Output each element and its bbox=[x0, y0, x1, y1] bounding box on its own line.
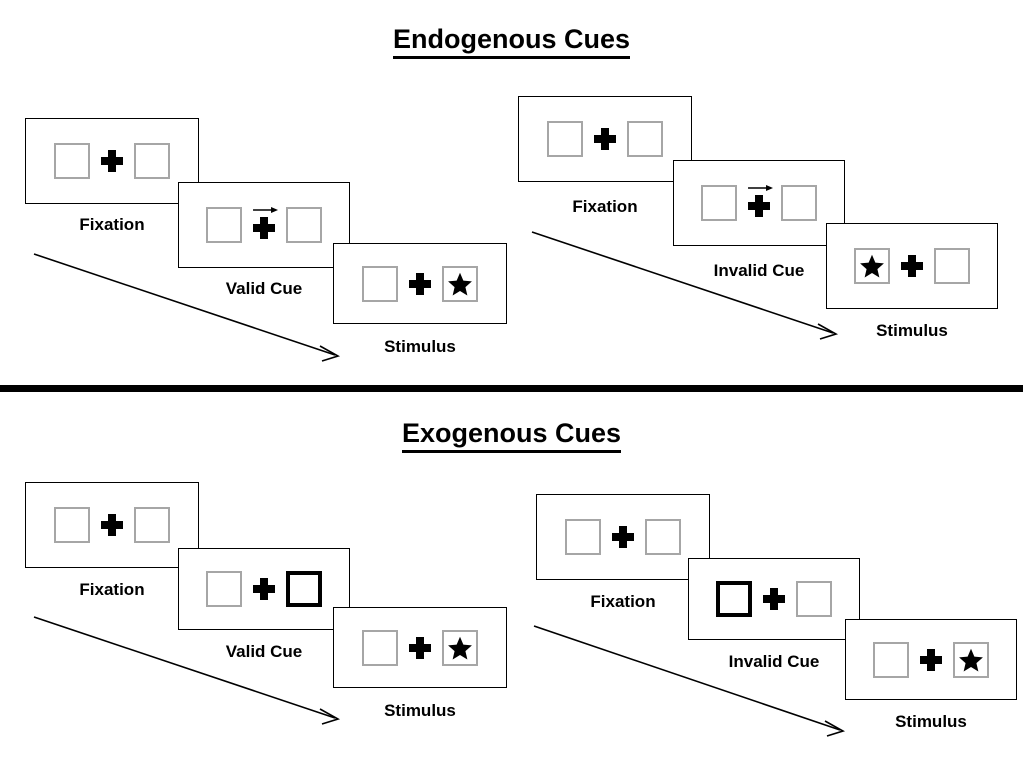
stage-label-exogenous-valid-fixation: Fixation bbox=[79, 580, 145, 599]
right-box bbox=[442, 265, 478, 302]
star-icon bbox=[448, 272, 472, 295]
star-icon bbox=[860, 254, 884, 278]
stage-label-exogenous-valid-cue: Valid Cue bbox=[225, 642, 303, 661]
fixation-cross-wrap bbox=[737, 181, 781, 225]
fixation-cross-wrap bbox=[583, 117, 627, 161]
stage-label-exogenous-invalid-stimulus: Stimulus bbox=[895, 712, 967, 731]
fixation-cross-icon bbox=[253, 578, 275, 600]
star-icon bbox=[448, 636, 472, 659]
left-box bbox=[54, 143, 90, 179]
section-heading-exogenous-text: Exogenous Cues bbox=[401, 418, 622, 453]
right-box bbox=[442, 629, 478, 666]
fixation-cross-icon bbox=[920, 648, 942, 671]
right-box bbox=[934, 248, 970, 284]
left-box bbox=[206, 571, 242, 607]
section-heading-exogenous: Exogenous Cues bbox=[0, 418, 1023, 453]
fixation-cross-wrap bbox=[909, 638, 953, 682]
right-box bbox=[796, 581, 832, 617]
right-box bbox=[134, 143, 170, 179]
fixation-cross-wrap bbox=[752, 577, 796, 621]
fixation-cross-icon bbox=[253, 217, 275, 239]
right-box bbox=[781, 185, 817, 221]
arrow-right-icon bbox=[747, 183, 774, 193]
fixation-cross-icon bbox=[409, 636, 431, 659]
right-box bbox=[645, 519, 681, 555]
fixation-cross-wrap bbox=[890, 244, 934, 288]
fixation-cross-wrap bbox=[398, 262, 442, 306]
left-box bbox=[206, 207, 242, 243]
fixation-cross-wrap bbox=[398, 626, 442, 670]
panel-exogenous-valid-cue bbox=[178, 548, 350, 630]
fixation-cross-wrap bbox=[601, 515, 645, 559]
fixation-cross-icon bbox=[901, 255, 923, 277]
left-box-flash-cue bbox=[716, 581, 752, 617]
fixation-cross-icon bbox=[101, 150, 123, 172]
fixation-cross-wrap bbox=[242, 203, 286, 247]
panel-exogenous-valid-fixation bbox=[25, 482, 199, 568]
stage-label-endogenous-valid-cue: Valid Cue bbox=[225, 279, 303, 298]
panel-endogenous-valid-stimulus bbox=[333, 243, 507, 324]
panel-exogenous-invalid-cue bbox=[688, 558, 860, 640]
stage-label-endogenous-invalid-stimulus: Stimulus bbox=[876, 321, 948, 340]
stage-label-exogenous-valid-stimulus: Stimulus bbox=[384, 701, 456, 720]
stage-label-exogenous-invalid-cue: Invalid Cue bbox=[728, 652, 820, 671]
fixation-cross-wrap bbox=[90, 139, 134, 183]
panel-endogenous-invalid-cue bbox=[673, 160, 845, 246]
left-box bbox=[565, 519, 601, 555]
section-heading-endogenous: Endogenous Cues bbox=[0, 24, 1023, 59]
fixation-cross-icon bbox=[101, 514, 123, 536]
left-box bbox=[362, 265, 398, 302]
right-box bbox=[134, 507, 170, 543]
fixation-cross-icon bbox=[748, 195, 770, 217]
star-icon bbox=[959, 648, 983, 671]
panel-endogenous-valid-fixation bbox=[25, 118, 199, 204]
panel-endogenous-valid-cue bbox=[178, 182, 350, 268]
fixation-cross-wrap bbox=[242, 567, 286, 611]
fixation-cross-icon bbox=[612, 526, 634, 548]
left-box bbox=[701, 185, 737, 221]
section-heading-endogenous-text: Endogenous Cues bbox=[392, 24, 630, 59]
arrow-right-icon bbox=[252, 205, 279, 215]
left-box bbox=[547, 121, 583, 157]
right-box-flash-cue bbox=[286, 571, 322, 607]
fixation-cross-wrap bbox=[90, 503, 134, 547]
stage-label-endogenous-invalid-cue: Invalid Cue bbox=[713, 261, 805, 280]
stage-label-exogenous-invalid-fixation: Fixation bbox=[590, 592, 656, 611]
left-box bbox=[873, 641, 909, 678]
right-box bbox=[953, 641, 989, 678]
panel-exogenous-valid-stimulus bbox=[333, 607, 507, 688]
right-box bbox=[627, 121, 663, 157]
stage-label-endogenous-valid-fixation: Fixation bbox=[79, 215, 145, 234]
panel-exogenous-invalid-stimulus bbox=[845, 619, 1017, 700]
left-box bbox=[362, 629, 398, 666]
panel-endogenous-invalid-fixation bbox=[518, 96, 692, 182]
panel-endogenous-invalid-stimulus bbox=[826, 223, 998, 309]
stage-label-endogenous-invalid-fixation: Fixation bbox=[572, 197, 638, 216]
section-divider bbox=[0, 385, 1023, 392]
fixation-cross-icon bbox=[409, 272, 431, 295]
right-box bbox=[286, 207, 322, 243]
fixation-cross-icon bbox=[594, 128, 616, 150]
stage-label-endogenous-valid-stimulus: Stimulus bbox=[384, 337, 456, 356]
left-box bbox=[54, 507, 90, 543]
left-box bbox=[854, 248, 890, 284]
panel-exogenous-invalid-fixation bbox=[536, 494, 710, 580]
fixation-cross-icon bbox=[763, 588, 785, 610]
